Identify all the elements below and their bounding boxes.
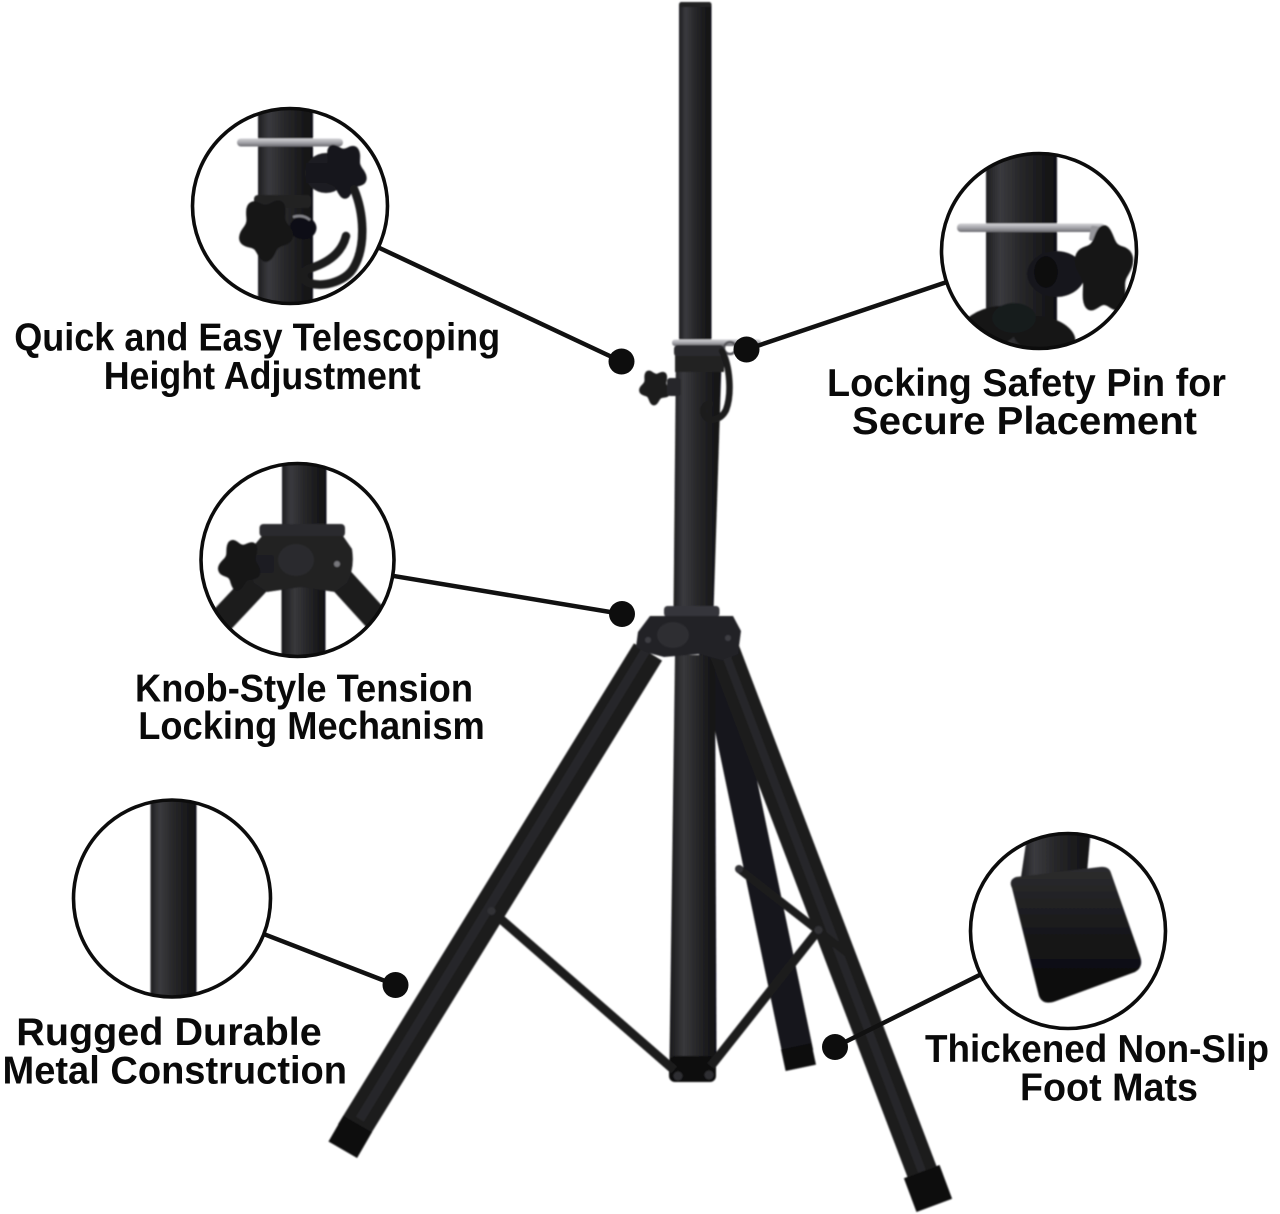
svg-text:Knob-Style Tension: Knob-Style Tension: [135, 667, 473, 710]
svg-text:Locking Mechanism: Locking Mechanism: [138, 705, 485, 748]
svg-text:Rugged Durable: Rugged Durable: [16, 1011, 322, 1054]
svg-text:Quick and Easy Telescoping: Quick and Easy Telescoping: [14, 317, 500, 360]
svg-text:Secure Placement: Secure Placement: [852, 400, 1197, 443]
svg-text:Foot Mats: Foot Mats: [1020, 1067, 1198, 1110]
svg-text:Metal Construction: Metal Construction: [3, 1050, 348, 1093]
svg-text:Thickened Non-Slip: Thickened Non-Slip: [925, 1028, 1269, 1071]
svg-text:Height Adjustment: Height Adjustment: [104, 355, 421, 398]
svg-text:Locking Safety Pin for: Locking Safety Pin for: [827, 362, 1226, 405]
